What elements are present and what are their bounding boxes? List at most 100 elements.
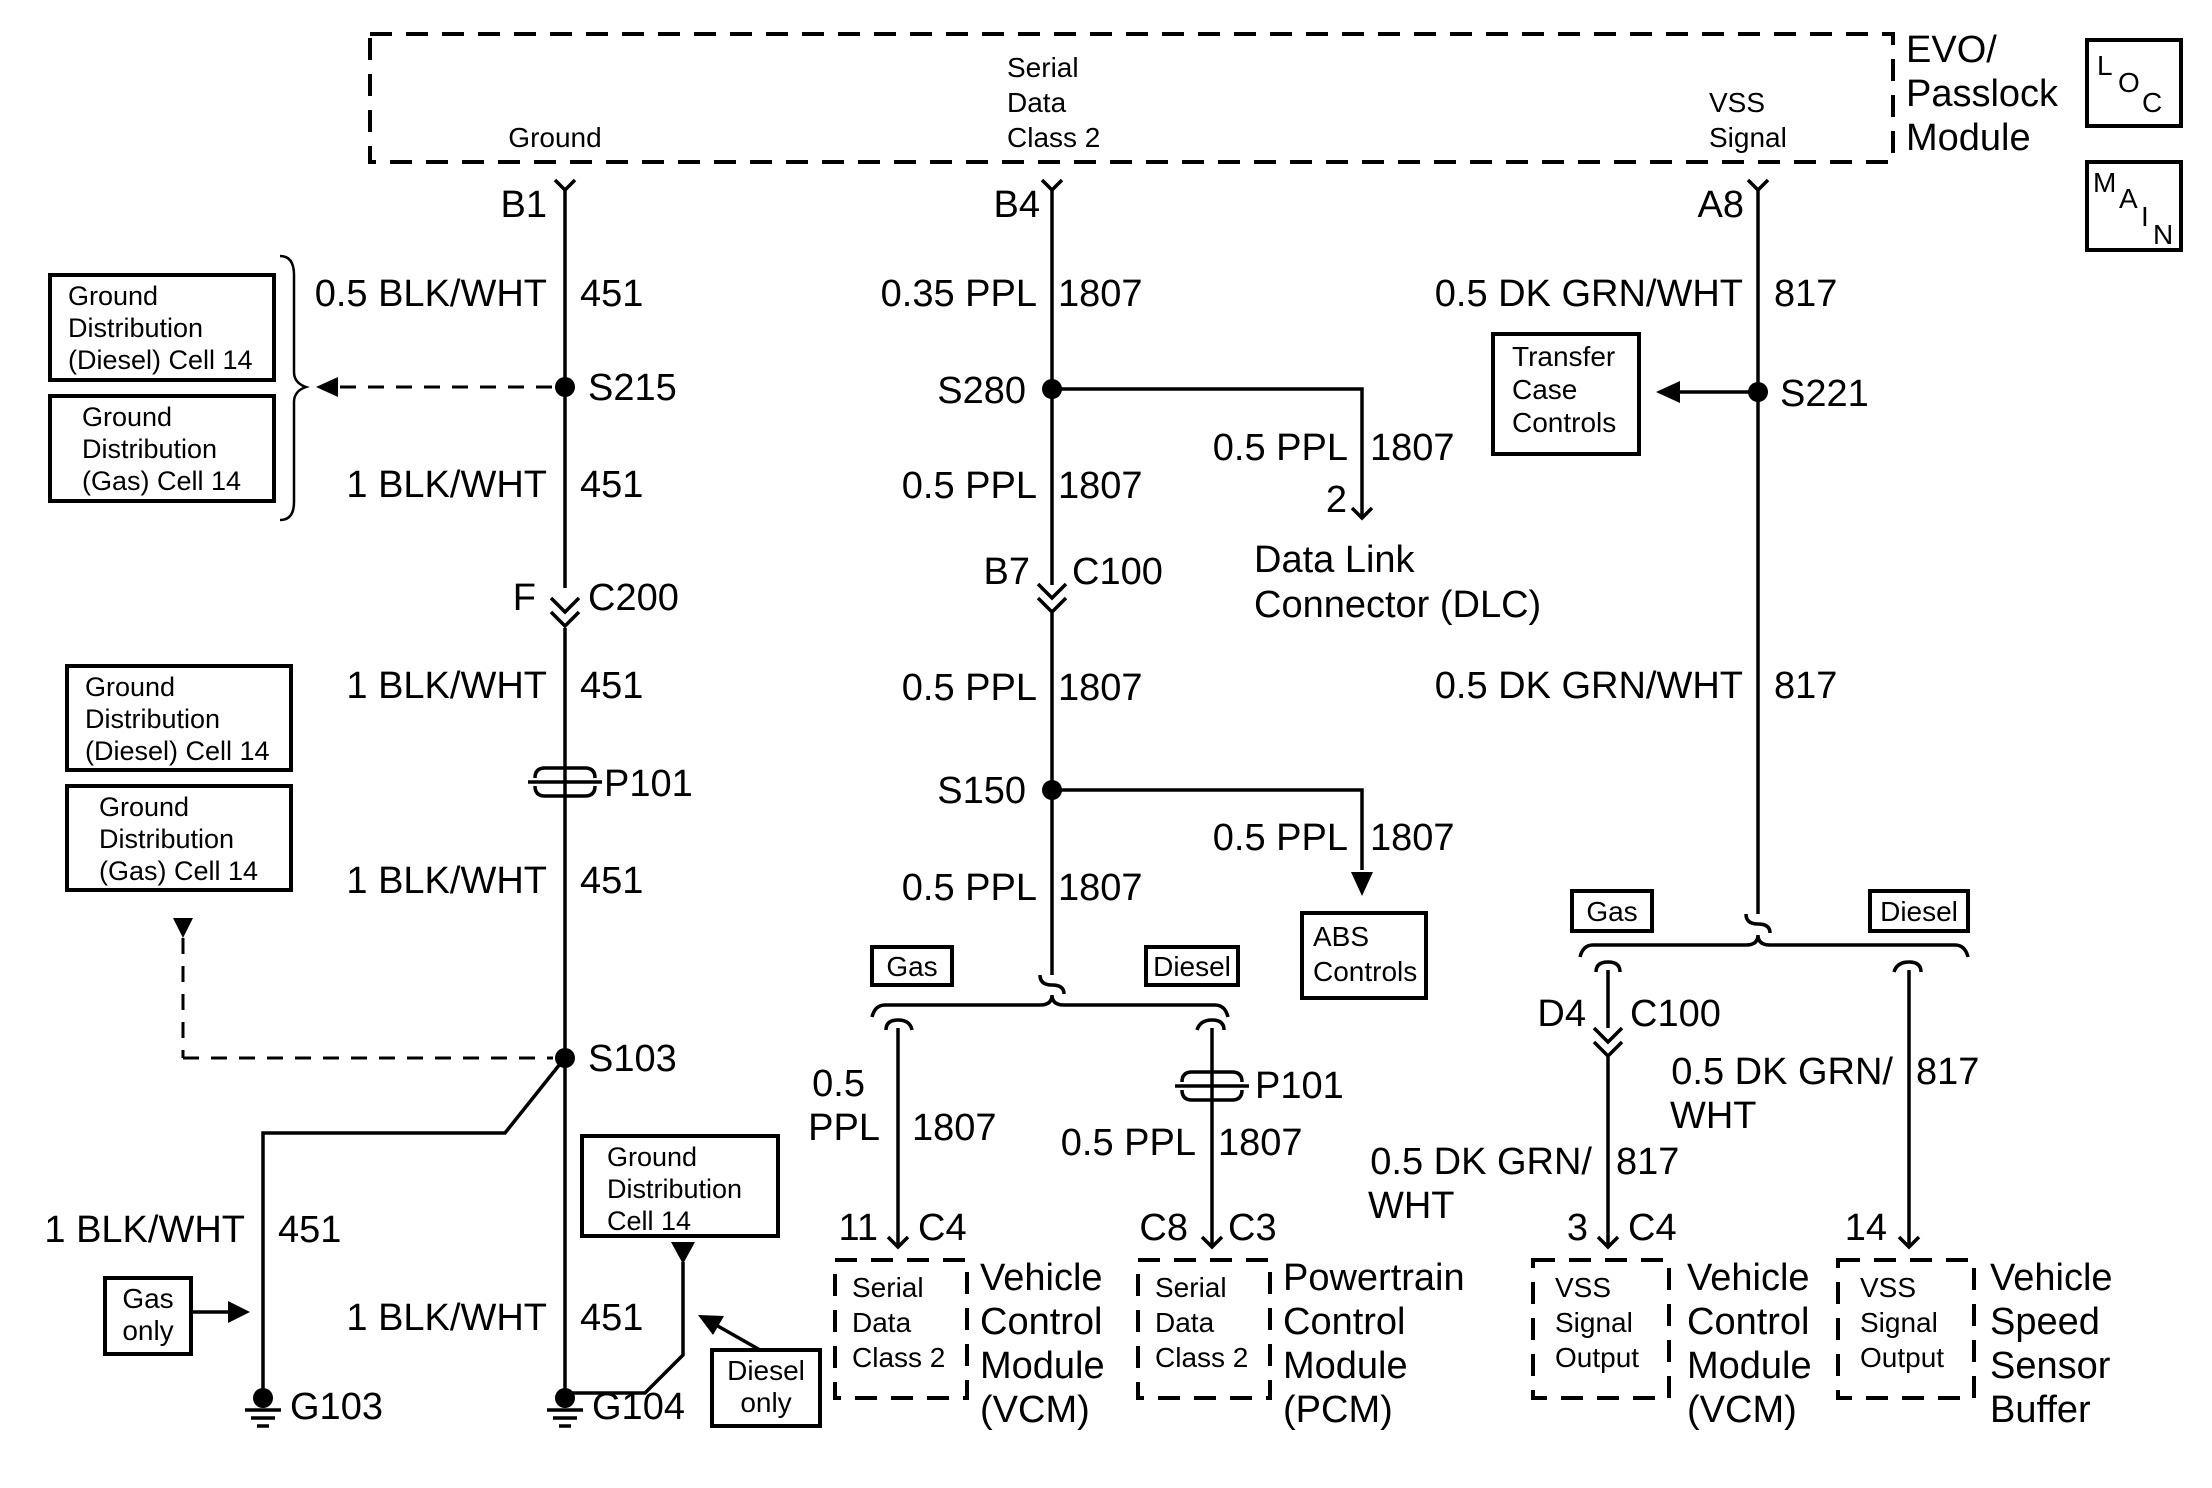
- vcm-serial-gauge-2: PPL: [808, 1107, 880, 1149]
- dlc-branch-wire: [1052, 387, 1364, 517]
- pcm-label-3: Module: [1283, 1345, 1408, 1387]
- ground-dist-gas-ref-a[interactable]: [48, 394, 276, 503]
- loc-letter-l: L: [2097, 50, 2113, 81]
- gas-only-note: [103, 1276, 193, 1356]
- abs-controls-ref[interactable]: [1300, 911, 1428, 1000]
- connector-c200-label: C200: [588, 577, 679, 619]
- vcm-vss-inner-1: VSS: [1555, 1272, 1611, 1303]
- ground-wire4-gauge: 1 BLK/WHT: [346, 860, 547, 902]
- diesel-only-note: [710, 1348, 822, 1428]
- main-letter-m: M: [2093, 167, 2116, 198]
- ground-wire5-circuit: 451: [278, 1209, 341, 1251]
- abs-wire-gauge: 0.5 PPL: [1213, 817, 1348, 859]
- p101-label-pcm: P101: [1255, 1065, 1344, 1107]
- transfer-case-controls-ref[interactable]: [1491, 332, 1641, 456]
- abs-branch-wire: [1052, 788, 1364, 870]
- pcm-serial-terminal: [1200, 1235, 1224, 1250]
- splice-s215: [555, 377, 575, 397]
- vcm-label-1: Vehicle: [980, 1257, 1103, 1299]
- ref-a-diesel-line1: Ground: [68, 281, 158, 311]
- evo-passlock-module: Ground Serial Data Class 2 VSS Signal EV…: [368, 29, 2059, 164]
- buffer-vss-break: [1892, 960, 1923, 973]
- pcm-inner-1: Serial: [1155, 1272, 1227, 1303]
- buffer-vss-component: [1836, 1258, 1976, 1400]
- passthrough-p101-ground: [528, 766, 602, 798]
- ground-wire2-gauge: 1 BLK/WHT: [346, 464, 547, 506]
- loc-letter-c: C: [2142, 87, 2162, 118]
- module-pin-serial-label-1: Serial: [1007, 52, 1079, 83]
- ground-ref-brace: [279, 254, 310, 522]
- vss-option-bracket: [1578, 934, 1970, 958]
- vss-option-gas-label: Gas: [1586, 896, 1637, 927]
- dlc-pin-label: 2: [1326, 479, 1347, 521]
- module-title-2: Passlock: [1906, 73, 2059, 115]
- module-pin-ground-label: Ground: [508, 122, 601, 153]
- vcm-vss-gauge-2: WHT: [1368, 1185, 1455, 1227]
- ground-wire3-circuit: 451: [580, 665, 643, 707]
- dlc-wire-circuit: 1807: [1370, 427, 1455, 469]
- vcm-serial-circuit: 1807: [912, 1107, 997, 1149]
- pin-b1-terminal: [553, 178, 577, 193]
- buffer-vss-circuit: 817: [1916, 1051, 1979, 1093]
- ground-g103-label: G103: [290, 1386, 383, 1428]
- vcm-inner-2: Data: [852, 1307, 912, 1338]
- gas-only-line2: only: [122, 1315, 173, 1346]
- ground-wire6-gauge: 1 BLK/WHT: [346, 1297, 547, 1339]
- dlc-wire-gauge: 0.5 PPL: [1213, 427, 1348, 469]
- dlc-terminal: [1350, 506, 1374, 521]
- ground-dist-cell14-ref[interactable]: [580, 1134, 780, 1238]
- buffer-inner-3: Output: [1860, 1342, 1944, 1373]
- buffer-label-4: Buffer: [1990, 1389, 2091, 1431]
- vcm-label-3: Module: [980, 1345, 1105, 1387]
- serial-option-diesel: [1144, 945, 1240, 987]
- vss-option-diesel: [1868, 889, 1970, 933]
- module-pin-vss-label-2: Signal: [1709, 122, 1787, 153]
- ref-a-gas-line2: Distribution: [82, 434, 217, 464]
- ref-a-gas-line1: Ground: [82, 402, 172, 432]
- gas-only-arrowhead: [228, 1301, 250, 1323]
- vcm-vss-pin: 3: [1567, 1207, 1588, 1249]
- ground-wire3-gauge: 1 BLK/WHT: [346, 665, 547, 707]
- connector-c100-vss-pin: D4: [1537, 993, 1586, 1035]
- ref-b-gas-line2: Distribution: [99, 824, 234, 854]
- tcc-line1: Transfer: [1512, 341, 1615, 372]
- vcm-vss-gauge-1: 0.5 DK GRN/: [1370, 1141, 1592, 1183]
- s215-ref-arrow: [316, 377, 338, 397]
- ground-dist-diesel-ref-b[interactable]: [65, 664, 293, 772]
- buffer-label-2: Speed: [1990, 1301, 2100, 1343]
- abs-line1: ABS: [1313, 921, 1369, 952]
- diesel-only-line1: Diesel: [727, 1355, 805, 1386]
- pin-b4-label: B4: [994, 184, 1040, 226]
- vcm-serial-pin: 11: [839, 1207, 878, 1249]
- connector-c100-vss-label: C100: [1630, 993, 1721, 1035]
- vcm-serial-conn: C4: [918, 1207, 967, 1249]
- serial-option-gas-label: Gas: [886, 951, 937, 982]
- ground-dist-diesel-ref-a[interactable]: [48, 273, 276, 382]
- splice-s150-label: S150: [937, 770, 1026, 812]
- ground-wire2-circuit: 451: [580, 464, 643, 506]
- pcm-serial-component: [1136, 1258, 1272, 1400]
- module-pin-vss-label-1: VSS: [1709, 87, 1765, 118]
- abs-line2: Controls: [1313, 956, 1417, 987]
- serial-wire4-gauge: 0.5 PPL: [902, 867, 1037, 909]
- ground-dist-gas-ref-b[interactable]: [65, 784, 293, 892]
- gas-only-line1: Gas: [122, 1283, 173, 1314]
- ground-wire4-circuit: 451: [580, 860, 643, 902]
- pcm-label-1: Powertrain: [1283, 1257, 1465, 1299]
- dlc-label-2: Connector (DLC): [1254, 584, 1541, 626]
- vcm-vss-break: [1594, 960, 1622, 973]
- ground-wire1-gauge: 0.5 BLK/WHT: [315, 273, 547, 315]
- p101-label-ground: P101: [604, 763, 693, 805]
- vcm-vss-inner-3: Output: [1555, 1342, 1639, 1373]
- tcc-line3: Controls: [1512, 407, 1616, 438]
- connector-c100-serial-pin: B7: [984, 551, 1030, 593]
- ref-b-gas-line3: (Gas) Cell 14: [99, 856, 258, 886]
- vcm-serial-component: [833, 1258, 969, 1400]
- buffer-inner-1: VSS: [1860, 1272, 1916, 1303]
- serial-wire4-circuit: 1807: [1058, 867, 1143, 909]
- ground-wire1-circuit: 451: [580, 273, 643, 315]
- loc-badge-frame: [2085, 38, 2183, 128]
- vss-option-gas: [1570, 889, 1654, 933]
- serial-option-bracket: [870, 994, 1230, 1018]
- serial-wire1-circuit: 1807: [1058, 273, 1143, 315]
